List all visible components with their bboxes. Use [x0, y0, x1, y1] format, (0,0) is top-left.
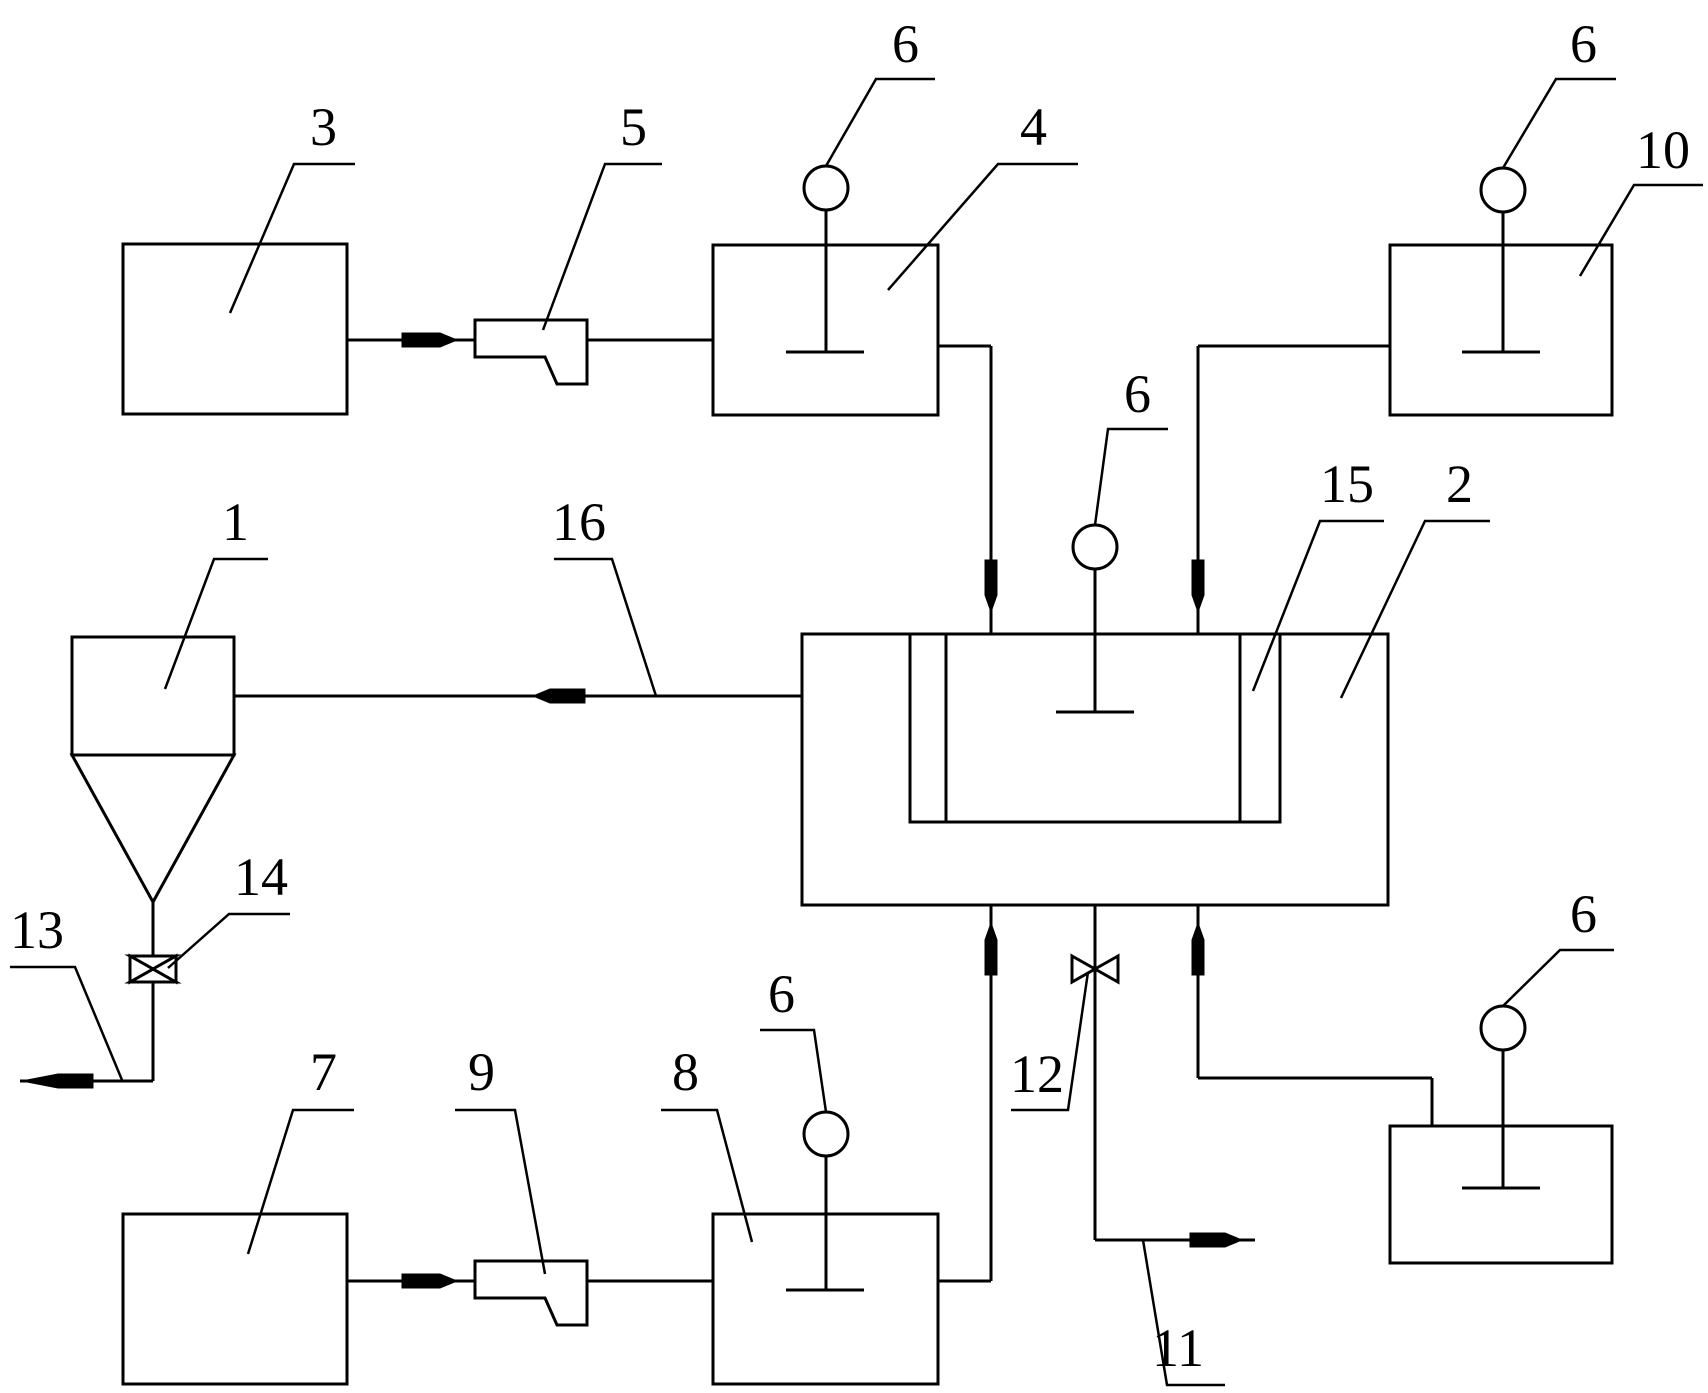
- label-13: 13: [10, 900, 64, 960]
- valve-14-fill: [128, 953, 157, 985]
- leader-1: [163, 557, 268, 690]
- leader-16: [554, 557, 658, 697]
- label-5: 5: [620, 97, 647, 157]
- label-2: 2: [1446, 454, 1473, 514]
- label-6-center: 6: [1124, 364, 1151, 424]
- label-8: 8: [672, 1042, 699, 1102]
- leader-5: [541, 162, 662, 331]
- tank-bottom-right: [1388, 1124, 1614, 1265]
- tank-10: [1388, 243, 1614, 417]
- label-4: 4: [1020, 97, 1047, 157]
- label-6-top-right: 6: [1570, 14, 1597, 74]
- flow-arrow-br-2: [1191, 921, 1205, 976]
- separator-1: [70, 635, 236, 757]
- flow-arrow-13: [21, 1073, 94, 1089]
- tank-7: [121, 1212, 349, 1386]
- gauge-icon-2: [1071, 523, 1119, 571]
- label-14: 14: [234, 847, 288, 907]
- label-16: 16: [552, 492, 606, 552]
- gauge-icon-br: [1479, 1004, 1527, 1052]
- leader-4: [887, 162, 1078, 291]
- valve-14-fill-r: [149, 953, 178, 985]
- tank-3: [121, 242, 349, 416]
- label-10: 10: [1636, 120, 1690, 180]
- label-15: 15: [1320, 454, 1374, 514]
- leader-6a: [824, 77, 935, 167]
- valve-12-fill: [1070, 953, 1099, 985]
- venturi-5: [473, 318, 589, 386]
- label-6-bottom-right: 6: [1570, 884, 1597, 944]
- flow-arrow-4-2: [984, 559, 998, 614]
- leader-6e: [760, 1028, 828, 1113]
- leader-3: [228, 162, 355, 314]
- leader-6c: [1093, 427, 1168, 526]
- leader-13: [10, 965, 124, 1081]
- leader-15: [1251, 519, 1384, 692]
- flow-arrow-16: [531, 688, 586, 704]
- leader-6b: [1501, 77, 1616, 169]
- label-7: 7: [310, 1042, 337, 1102]
- leader-7: [246, 1108, 354, 1255]
- gauge-icon-10: [1479, 166, 1527, 214]
- label-3: 3: [310, 97, 337, 157]
- leader-6d: [1502, 948, 1614, 1007]
- leader-9: [455, 1108, 547, 1275]
- label-9: 9: [468, 1042, 495, 1102]
- flow-arrow-11: [1189, 1232, 1244, 1248]
- flow-arrow-10-2: [1191, 559, 1205, 614]
- label-12: 12: [1010, 1044, 1064, 1104]
- separator-1-cone: [69, 753, 237, 906]
- inner-vessel-15: [908, 634, 1282, 824]
- gauge-icon-4: [802, 164, 850, 212]
- valve-12-fill-r: [1091, 953, 1120, 985]
- leader-11: [1141, 1239, 1225, 1387]
- label-6-bottom-center: 6: [768, 964, 795, 1024]
- flow-arrow-8-2: [984, 921, 998, 976]
- flow-arrow-3-5: [401, 332, 459, 348]
- label-6-top-left: 6: [892, 14, 919, 74]
- leader-12: [1011, 971, 1090, 1112]
- label-11: 11: [1152, 1318, 1204, 1378]
- label-1: 1: [222, 492, 249, 552]
- leader-2: [1339, 519, 1490, 699]
- gauge-icon-8: [802, 1110, 850, 1158]
- venturi-9: [473, 1259, 589, 1327]
- leader-8: [661, 1108, 754, 1243]
- leader-14: [167, 912, 290, 969]
- leader-10: [1578, 183, 1703, 277]
- flow-arrow-7-9: [401, 1273, 459, 1289]
